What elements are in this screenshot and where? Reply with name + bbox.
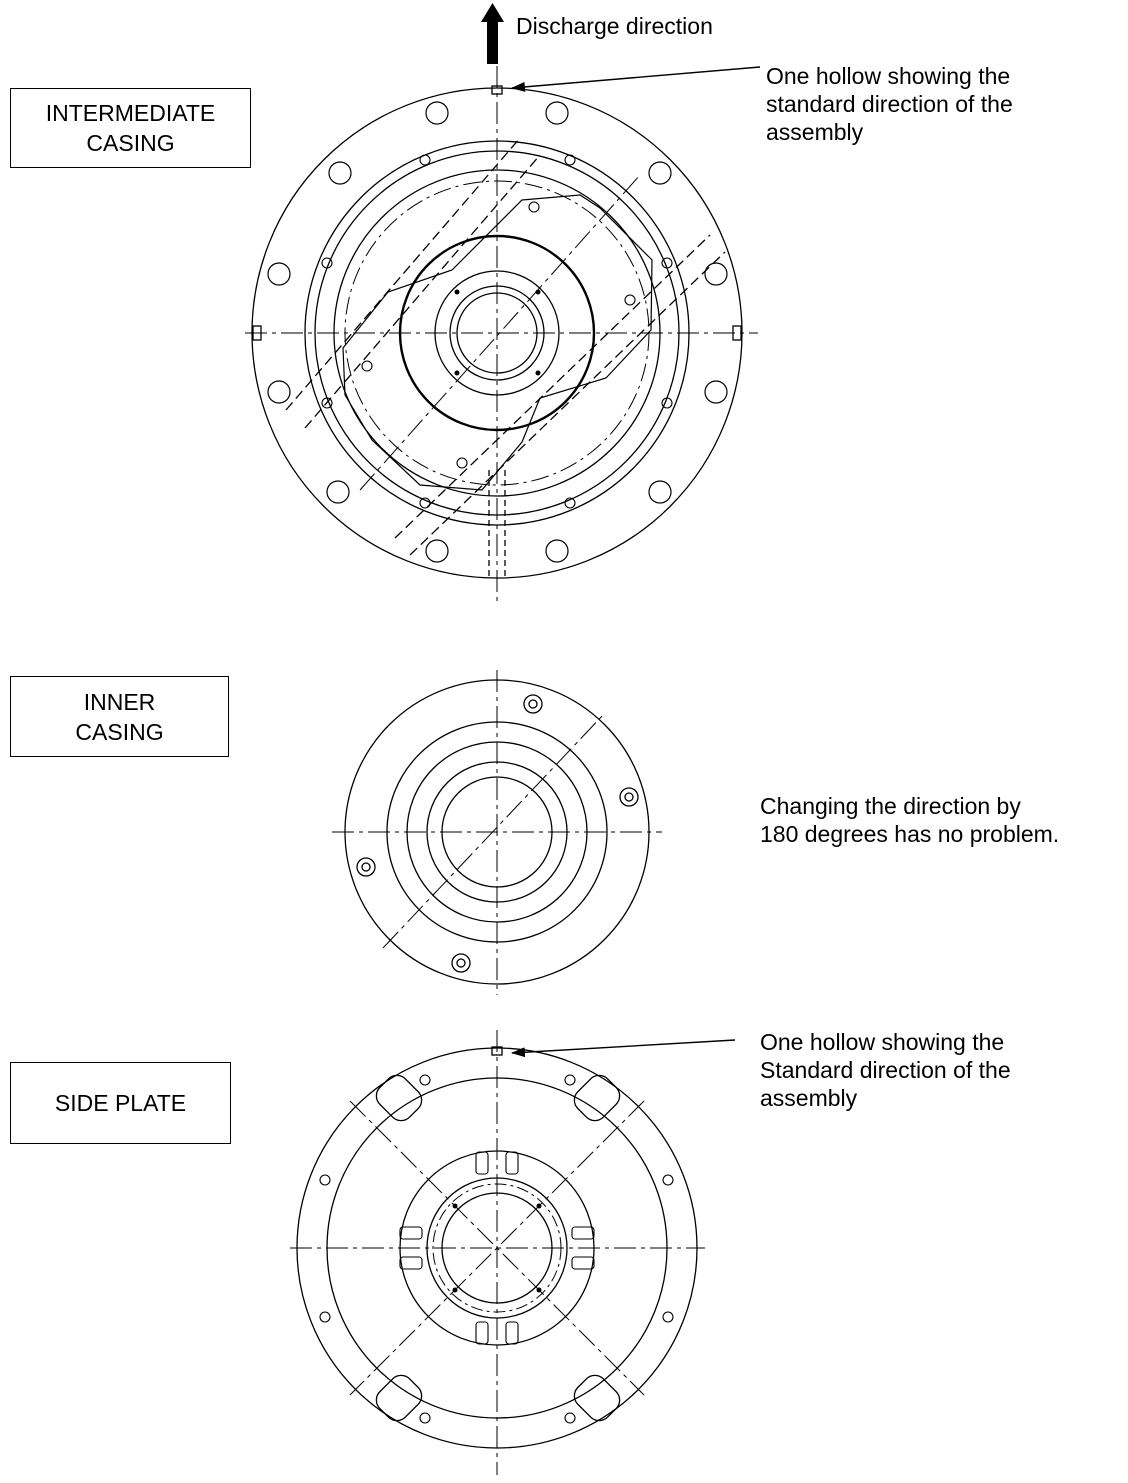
intermediate-casing-label: INTERMEDIATE CASING: [10, 88, 251, 168]
intermediate-casing-drawing: [245, 66, 758, 605]
hollow-note-side: One hollow showing the Standard directio…: [760, 1029, 1011, 1111]
hollow-leader-side: [511, 1039, 736, 1058]
inner-casing-drawing: [332, 670, 662, 995]
rotation-note: Changing the direction by 180 degrees ha…: [760, 793, 1060, 847]
side-plate-label: SIDE PLATE: [10, 1062, 231, 1144]
inner-casing-label: INNER CASING: [10, 676, 229, 757]
hollow-note-top: One hollow showing the standard directio…: [766, 63, 1013, 145]
hollow-leader-top: [511, 66, 761, 92]
side-plate-drawing: [290, 1030, 705, 1475]
discharge-arrow: [481, 3, 504, 64]
discharge-direction-label: Discharge direction: [516, 13, 713, 39]
